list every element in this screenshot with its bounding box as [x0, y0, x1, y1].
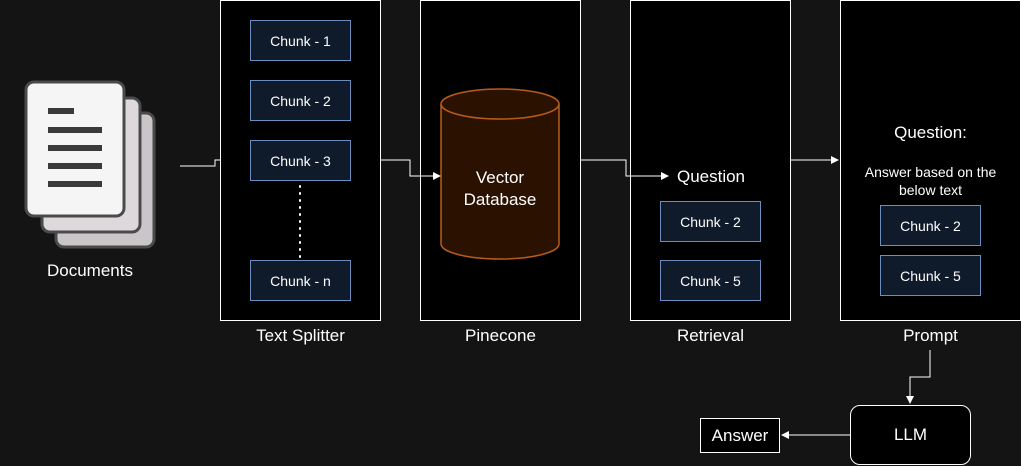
vector-database-line1: Vector	[475, 168, 525, 187]
text-splitter-label: Text Splitter	[256, 326, 345, 345]
pinecone-to-retrieval-arrow	[581, 159, 669, 180]
prompt-instruction-line1: Answer based on the	[864, 164, 997, 180]
prompt-panel: Question: Answer based on the below text…	[840, 0, 1021, 321]
retrieval-chunk-2: Chunk - 2	[660, 201, 761, 242]
chunk-2: Chunk - 2	[250, 80, 351, 121]
retrieval-label: Retrieval	[676, 326, 745, 345]
prompt-label: Prompt	[903, 326, 958, 345]
retrieval-panel: Question Chunk - 2 Chunk - 5	[630, 0, 791, 321]
llm-box: LLM	[850, 405, 971, 465]
retrieval-chunk-5: Chunk - 5	[660, 260, 761, 301]
chunk-1: Chunk - 1	[250, 20, 351, 61]
retrieval-question: Question	[676, 167, 746, 186]
prompt-chunk-5: Chunk - 5	[880, 255, 981, 296]
chunk-n: Chunk - n	[250, 260, 351, 301]
vector-database-label: Vector Database	[441, 167, 559, 211]
prompt-question: Question:	[894, 123, 967, 142]
prompt-chunk-2: Chunk - 2	[880, 205, 981, 246]
documents-label: Documents	[47, 261, 133, 280]
answer-box: Answer	[700, 418, 780, 453]
documents-to-splitter-connector	[180, 159, 220, 167]
prompt-instruction-line2: below text	[898, 182, 963, 198]
vector-database-line2: Database	[463, 190, 537, 209]
splitter-to-pinecone-arrow	[381, 159, 441, 180]
prompt-instruction: Answer based on the below text	[841, 163, 1020, 199]
text-splitter-panel: Chunk - 1 Chunk - 2 Chunk - 3 Chunk - n	[220, 0, 381, 321]
pinecone-label: Pinecone	[465, 326, 536, 345]
chunk-3: Chunk - 3	[250, 140, 351, 181]
prompt-to-llm-arrow	[906, 350, 931, 404]
